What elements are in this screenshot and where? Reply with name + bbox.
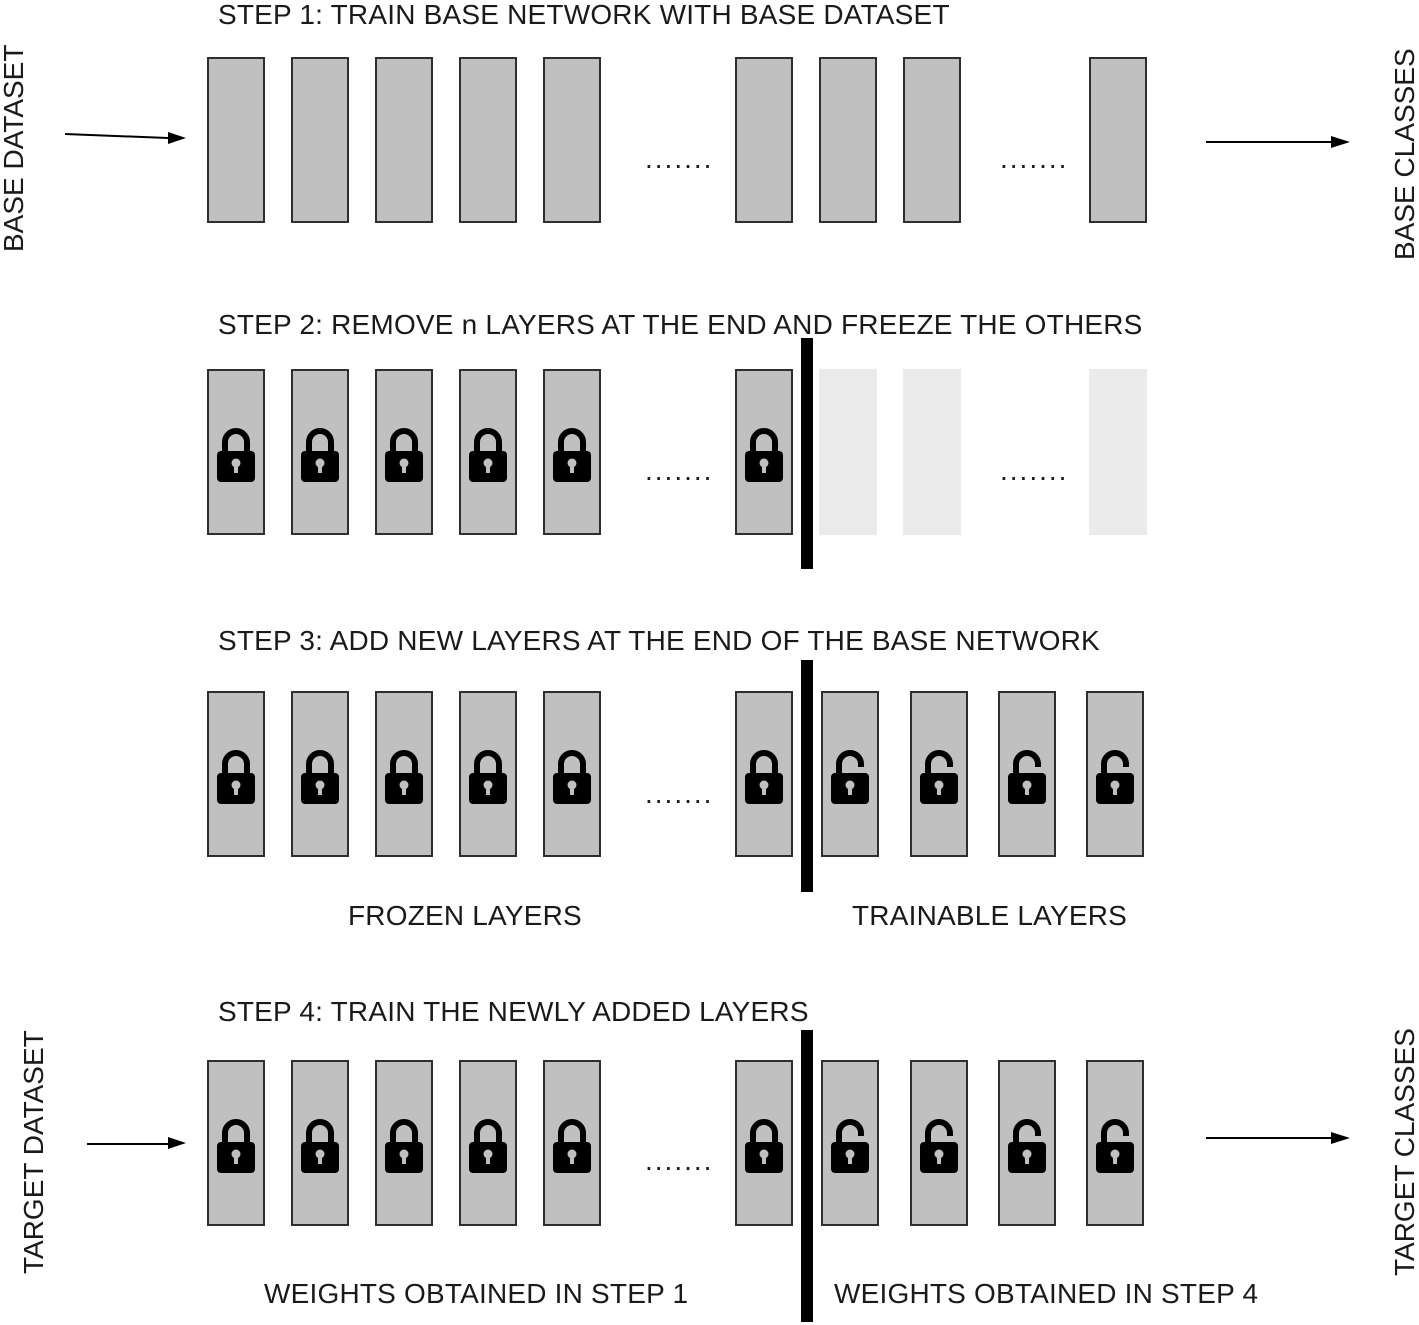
lock-open-icon bbox=[1008, 750, 1046, 804]
network-layer bbox=[543, 57, 601, 223]
lock-closed-icon bbox=[301, 428, 339, 482]
network-layer bbox=[291, 691, 349, 857]
lock-closed-icon bbox=[217, 750, 255, 804]
network-layer bbox=[819, 57, 877, 223]
network-layer bbox=[543, 1060, 601, 1226]
network-layer bbox=[910, 1060, 968, 1226]
target-output-arrow bbox=[1206, 1132, 1350, 1144]
lock-open-icon bbox=[1096, 750, 1134, 804]
lock-closed-icon bbox=[385, 1119, 423, 1173]
lock-closed-icon bbox=[385, 428, 423, 482]
divider-bar bbox=[801, 1030, 813, 1322]
network-layer bbox=[291, 369, 349, 535]
network-layer bbox=[543, 691, 601, 857]
lock-closed-icon bbox=[745, 1119, 783, 1173]
lock-closed-icon bbox=[469, 428, 507, 482]
network-layer bbox=[998, 691, 1056, 857]
network-layer bbox=[207, 369, 265, 535]
removed-layer bbox=[819, 369, 877, 535]
step-3-title: STEP 3: ADD NEW LAYERS AT THE END OF THE… bbox=[218, 625, 1100, 656]
network-layer bbox=[735, 1060, 793, 1226]
removed-layer bbox=[903, 369, 961, 535]
target-classes-label: TARGET CLASSES bbox=[1389, 1028, 1419, 1276]
network-layer bbox=[459, 369, 517, 535]
base-dataset-label: BASE DATASET bbox=[0, 44, 29, 252]
lock-closed-icon bbox=[553, 428, 591, 482]
base-classes-label: BASE CLASSES bbox=[1389, 48, 1419, 260]
network-layer bbox=[291, 57, 349, 223]
target-input-arrow bbox=[87, 1137, 186, 1149]
divider-bar bbox=[801, 660, 813, 892]
network-layer bbox=[207, 1060, 265, 1226]
removed-layer bbox=[1089, 369, 1147, 535]
weights-step1-label: WEIGHTS OBTAINED IN STEP 1 bbox=[264, 1278, 689, 1309]
network-layer bbox=[375, 57, 433, 223]
network-layer bbox=[1086, 691, 1144, 857]
weights-step4-label: WEIGHTS OBTAINED IN STEP 4 bbox=[834, 1278, 1259, 1309]
lock-closed-icon bbox=[217, 428, 255, 482]
network-layer bbox=[1089, 57, 1147, 223]
network-layer bbox=[735, 57, 793, 223]
lock-closed-icon bbox=[469, 750, 507, 804]
network-layer bbox=[903, 57, 961, 223]
lock-closed-icon bbox=[301, 1119, 339, 1173]
lock-open-icon bbox=[920, 750, 958, 804]
network-layer bbox=[1086, 1060, 1144, 1226]
network-layer bbox=[375, 691, 433, 857]
network-layer bbox=[207, 691, 265, 857]
network-layer bbox=[821, 1060, 879, 1226]
network-layer bbox=[735, 691, 793, 857]
lock-closed-icon bbox=[385, 750, 423, 804]
network-layer bbox=[910, 691, 968, 857]
lock-closed-icon bbox=[217, 1119, 255, 1173]
divider-bar bbox=[801, 338, 813, 569]
lock-open-icon bbox=[831, 1119, 869, 1173]
network-layer bbox=[459, 57, 517, 223]
lock-open-icon bbox=[920, 1119, 958, 1173]
network-layer bbox=[459, 1060, 517, 1226]
ellipsis: ....... bbox=[645, 143, 714, 174]
network-layer bbox=[998, 1060, 1056, 1226]
trainable-layers-label: TRAINABLE LAYERS bbox=[852, 900, 1127, 931]
lock-closed-icon bbox=[745, 428, 783, 482]
lock-open-icon bbox=[1008, 1119, 1046, 1173]
network-layer bbox=[459, 691, 517, 857]
step-1-title: STEP 1: TRAIN BASE NETWORK WITH BASE DAT… bbox=[218, 0, 950, 30]
network-layer bbox=[207, 57, 265, 223]
step-2-title: STEP 2: REMOVE n LAYERS AT THE END AND F… bbox=[218, 309, 1143, 340]
lock-closed-icon bbox=[745, 750, 783, 804]
base-input-arrow bbox=[64, 132, 186, 144]
ellipsis: ....... bbox=[645, 778, 714, 809]
ellipsis: ....... bbox=[1000, 143, 1069, 174]
lock-closed-icon bbox=[469, 1119, 507, 1173]
ellipsis: ....... bbox=[645, 1145, 714, 1176]
lock-closed-icon bbox=[553, 1119, 591, 1173]
network-layer bbox=[735, 369, 793, 535]
ellipsis: ....... bbox=[1000, 455, 1069, 486]
network-layer bbox=[291, 1060, 349, 1226]
lock-open-icon bbox=[831, 750, 869, 804]
lock-closed-icon bbox=[301, 750, 339, 804]
lock-closed-icon bbox=[553, 750, 591, 804]
network-layer bbox=[375, 1060, 433, 1226]
network-layer bbox=[821, 691, 879, 857]
target-dataset-label: TARGET DATASET bbox=[18, 1030, 49, 1274]
network-layer bbox=[543, 369, 601, 535]
ellipsis: ....... bbox=[645, 455, 714, 486]
network-layer bbox=[375, 369, 433, 535]
frozen-layers-label: FROZEN LAYERS bbox=[348, 900, 582, 931]
step-4-title: STEP 4: TRAIN THE NEWLY ADDED LAYERS bbox=[218, 996, 809, 1027]
lock-open-icon bbox=[1096, 1119, 1134, 1173]
base-output-arrow bbox=[1206, 136, 1350, 148]
